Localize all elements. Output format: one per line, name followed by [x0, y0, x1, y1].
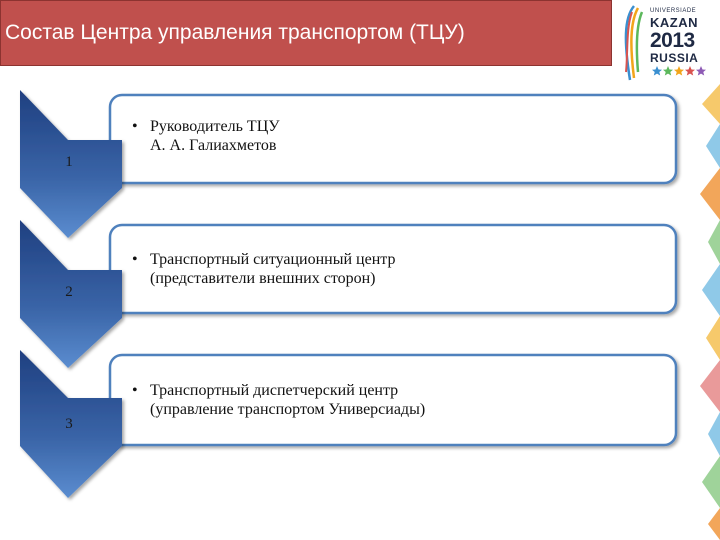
step-box-1 — [108, 93, 678, 185]
step-2-line-1: Транспортный ситуационный центр — [150, 251, 396, 268]
step-box-2 — [108, 223, 678, 315]
step-text-1: • Руководитель ТЦУ А. А. Галиахметов — [132, 117, 280, 155]
logo-kazan: KAZAN — [650, 15, 698, 30]
logo-universiade: UNIVERSIADE — [650, 8, 697, 14]
step-2-line-2: (представители внешних сторон) — [150, 270, 376, 287]
step-chevron-2 — [20, 220, 122, 368]
step-text-2: • Транспортный ситуационный центр (предс… — [132, 250, 395, 288]
step-number-3: 3 — [65, 416, 73, 432]
decorative-side-pattern — [700, 84, 720, 540]
bullet-3: • — [132, 382, 138, 399]
flame-icon — [624, 5, 644, 81]
logo-year: 2013 — [650, 29, 695, 52]
bullet-1: • — [132, 118, 138, 135]
step-1-line-2: А. А. Галиахметов — [150, 137, 277, 154]
step-number-1: 1 — [65, 154, 73, 170]
step-text-3: • Транспортный диспетчерский центр (упра… — [132, 381, 425, 419]
logo-russia: RUSSIA — [650, 51, 699, 65]
step-1-line-1: Руководитель ТЦУ — [150, 118, 280, 135]
title-bar: Состав Центра управления транспортом (ТЦ… — [0, 0, 612, 66]
universiade-logo: UNIVERSIADE KAZAN 2013 RUSSIA — [618, 0, 720, 84]
step-chevron-3 — [20, 350, 122, 498]
step-3-line-2: (управление транспортом Универсиады) — [150, 401, 426, 418]
slide-title: Состав Центра управления транспортом (ТЦ… — [5, 21, 465, 44]
step-3-line-1: Транспортный диспетчерский центр — [150, 382, 399, 399]
step-chevron-1 — [20, 90, 122, 238]
logo-stars-icon — [652, 66, 706, 76]
bullet-2: • — [132, 251, 138, 268]
step-number-2: 2 — [65, 284, 73, 300]
